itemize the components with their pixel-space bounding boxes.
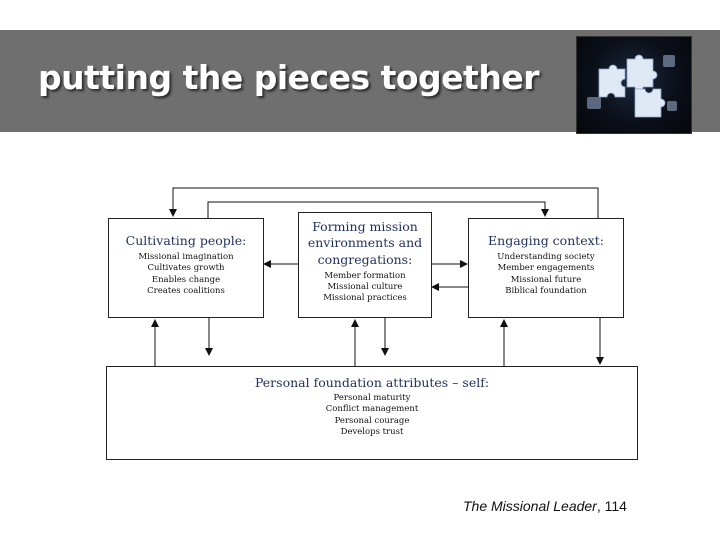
forming-item: Member formation [324, 270, 406, 281]
puzzle-pieces-icon [587, 54, 677, 118]
forming-heading: Forming mission environments and congreg… [307, 219, 423, 267]
citation: The Missional Leader, 114 [463, 498, 627, 514]
forming-item: Missional culture [327, 281, 403, 292]
cultivating-item: Missional imagination [138, 252, 234, 263]
box-personal-foundation: Personal foundation attributes – self: P… [106, 366, 638, 460]
cultivating-heading: Cultivating people: [125, 233, 247, 248]
personal-heading: Personal foundation attributes – self: [254, 375, 490, 390]
puzzle-image [576, 36, 692, 134]
arrow-cultivating-to-engaging [207, 201, 549, 218]
engaging-item: Missional future [510, 274, 582, 285]
box-cultivating-people: Cultivating people: Missional imaginatio… [108, 218, 264, 318]
arrow-engaging-to-cultivating [169, 187, 599, 218]
forming-item: Missional practices [323, 293, 407, 304]
citation-page: , 114 [596, 498, 627, 514]
personal-item: Personal maturity [333, 393, 411, 404]
personal-item: Develops trust [340, 426, 404, 437]
engaging-heading: Engaging context: [488, 233, 604, 248]
page-title: putting the pieces together [38, 58, 539, 97]
cultivating-item: Cultivates growth [147, 263, 225, 274]
title-banner: putting the pieces together [0, 30, 720, 134]
cultivating-item: Enables change [151, 274, 221, 285]
engaging-item: Understanding society [497, 252, 595, 263]
engaging-item: Member engagements [497, 263, 595, 274]
citation-title: The Missional Leader [463, 498, 597, 514]
cultivating-item: Creates coalitions [147, 285, 225, 296]
box-engaging-context: Engaging context: Understanding society … [468, 218, 624, 318]
engaging-item: Biblical foundation [505, 285, 587, 296]
personal-item: Conflict management [325, 404, 419, 415]
box-forming-mission: Forming mission environments and congreg… [298, 212, 432, 318]
personal-item: Personal courage [334, 415, 410, 426]
